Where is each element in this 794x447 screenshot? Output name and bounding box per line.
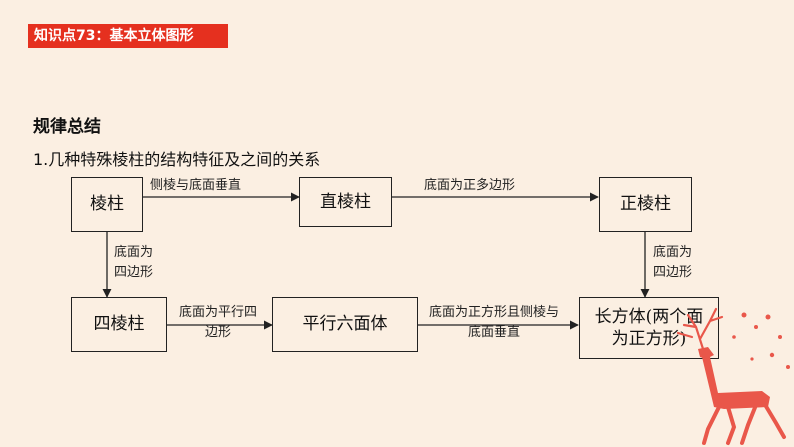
label-right-to-regular: 底面为正多边形 xyxy=(424,178,516,193)
label-quad-to-parallelepiped: 底面为平行四边形 xyxy=(178,305,257,341)
node-cuboid-label: 长方体(两个面为正方形) xyxy=(594,306,704,349)
deer-decoration-icon xyxy=(676,307,790,445)
node-cuboid: 长方体(两个面为正方形) xyxy=(579,297,719,359)
label-regular-to-cuboid: 底面为四边形 xyxy=(653,245,693,281)
node-parallelepiped: 平行六面体 xyxy=(272,297,418,352)
node-right-prism: 直棱柱 xyxy=(299,177,392,227)
node-regular-prism: 正棱柱 xyxy=(599,177,692,232)
node-quad-prism: 四棱柱 xyxy=(71,297,167,352)
section-heading: 规律总结 xyxy=(33,117,101,137)
label-parallelepiped-to-cuboid: 底面为正方形且侧棱与底面垂直 xyxy=(428,305,559,341)
node-prism: 棱柱 xyxy=(71,177,143,232)
slide-title: 知识点73：基本立体图形 xyxy=(34,28,194,44)
label-prism-to-right: 侧棱与底面垂直 xyxy=(150,178,242,193)
subheading: 1.几种特殊棱柱的结构特征及之间的关系 xyxy=(33,150,321,169)
slide-title-bar: 知识点73：基本立体图形 xyxy=(28,24,228,48)
label-prism-to-quad: 底面为四边形 xyxy=(114,245,154,281)
